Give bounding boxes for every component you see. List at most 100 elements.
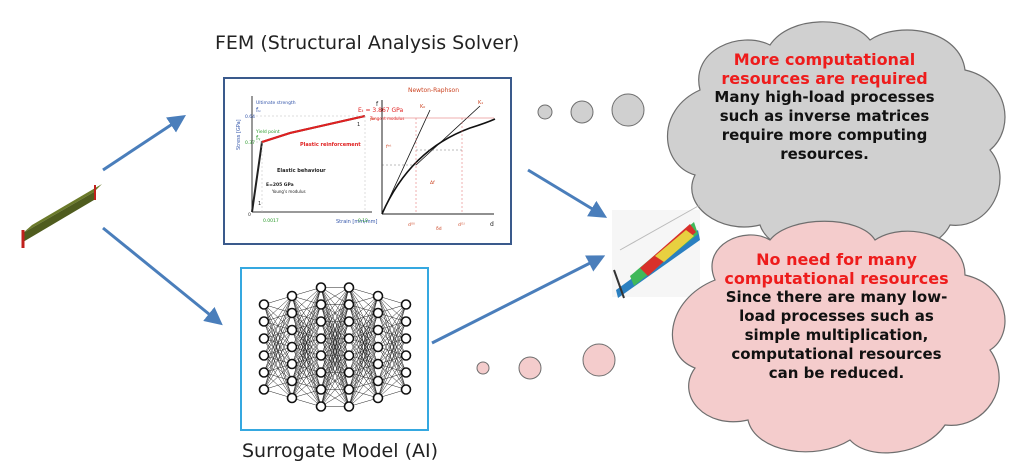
svg-text:d⁽¹⁾: d⁽¹⁾: [458, 222, 465, 228]
svg-text:d⁽⁰⁾: d⁽⁰⁾: [408, 222, 415, 228]
nn-node: [372, 375, 384, 387]
nn-node: [258, 316, 270, 327]
arrow-beam-to-fem: [102, 115, 187, 172]
nn-node: [315, 282, 327, 293]
nn-connection: [348, 346, 379, 407]
nn-connection: [263, 295, 293, 356]
nn-node: [343, 299, 355, 310]
svg-text:1: 1: [258, 201, 261, 207]
nn-connection: [348, 380, 379, 407]
nn-connection: [320, 372, 350, 407]
fem-result-image: [612, 204, 701, 299]
nn-node: [343, 367, 355, 378]
nn-node: [258, 333, 270, 344]
thought-bubbles-bottom: [476, 343, 616, 380]
svg-text:Strain [mm/mm]: Strain [mm/mm]: [336, 219, 378, 225]
nn-node: [258, 384, 270, 395]
svg-text:Ultimate strength: Ultimate strength: [256, 100, 296, 106]
nn-connection: [263, 295, 293, 373]
svg-text:0.37: 0.37: [245, 140, 255, 146]
nn-node: [258, 299, 270, 310]
nn-connection: [348, 295, 379, 339]
nn-connection: [291, 321, 322, 399]
nn-node: [258, 350, 270, 361]
nn-node: [286, 358, 298, 370]
nn-connection: [320, 287, 350, 305]
cloud-bottom-text: No need for many computational resources…: [724, 250, 949, 383]
nn-connection: [348, 363, 379, 407]
nn-connection: [377, 304, 407, 365]
nn-connection: [320, 287, 350, 322]
cloud-bottom-body: Since there are many low-load processes …: [725, 288, 948, 382]
arrow-fem-to-result: [527, 168, 608, 218]
nn-node: [258, 367, 270, 378]
nn-node: [286, 324, 298, 336]
nn-node: [286, 375, 298, 387]
arrow-beam-to-ai: [102, 226, 223, 326]
nn-node: [315, 367, 327, 378]
nn-connection: [320, 287, 350, 373]
nn-connection: [320, 287, 350, 356]
nn-node: [400, 316, 412, 327]
nn-node: [315, 316, 327, 327]
svg-text:Eₜ = 3.867 GPa: Eₜ = 3.867 GPa: [358, 107, 403, 114]
nn-connection: [291, 287, 322, 348]
svg-text:0.0017: 0.0017: [263, 218, 279, 224]
svg-text:fᵤ: fᵤ: [256, 107, 261, 114]
nn-node: [372, 341, 384, 353]
nn-node: [400, 367, 412, 378]
nn-node: [400, 384, 412, 395]
nn-connection: [377, 304, 407, 331]
arrow-ai-to-result: [431, 255, 606, 345]
nn-connection: [377, 321, 407, 399]
nn-node: [343, 316, 355, 327]
svg-text:Elastic behaviour: Elastic behaviour: [277, 168, 326, 174]
svg-text:Δf: Δf: [430, 180, 435, 186]
nn-node: [315, 299, 327, 310]
nn-node: [343, 282, 355, 293]
nn-node: [343, 350, 355, 361]
nn-node: [286, 392, 298, 404]
nn-node: [286, 290, 298, 302]
svg-text:K₀: K₀: [420, 104, 425, 110]
svg-text:1: 1: [357, 122, 360, 128]
beam-icon: [21, 184, 102, 248]
nn-node: [372, 392, 384, 404]
svg-text:E=205 GPa: E=205 GPa: [266, 182, 294, 188]
nn-connection: [291, 338, 322, 399]
neural-network-icon: [258, 282, 412, 412]
newton-raphson-graph: Newton-Raphson f d K₀ K₁ fᵉˣᵗ fⁱⁿᵗ Δf d⁽…: [370, 87, 496, 232]
nn-connection: [320, 355, 350, 407]
svg-text:0.64: 0.64: [245, 114, 255, 120]
svg-text:Stress [GPa]: Stress [GPa]: [236, 119, 242, 150]
svg-text:K₁: K₁: [478, 100, 483, 106]
svg-text:Plastic reinforcement: Plastic reinforcement: [300, 142, 361, 148]
nn-connection: [291, 287, 322, 314]
nn-connection: [320, 389, 350, 407]
nn-connection: [263, 312, 293, 390]
nn-node: [315, 384, 327, 395]
fem-title: FEM (Structural Analysis Solver): [215, 32, 520, 54]
nn-connection: [377, 355, 407, 399]
svg-text:d: d: [490, 221, 494, 228]
svg-text:Tangent modulus: Tangent modulus: [369, 116, 404, 121]
svg-text:Yield point: Yield point: [255, 129, 280, 135]
nn-connection: [320, 287, 350, 339]
nn-connection: [291, 372, 322, 399]
nn-connection: [348, 295, 379, 373]
nn-node: [372, 324, 384, 336]
nn-connection: [320, 287, 350, 407]
nn-node: [286, 307, 298, 319]
nn-connection: [291, 287, 322, 331]
cloud-top-heading: More computational resources are require…: [721, 50, 928, 88]
nn-connection: [348, 295, 379, 356]
svg-text:0.12: 0.12: [358, 218, 368, 224]
nn-connection: [291, 355, 322, 399]
nn-node: [400, 299, 412, 310]
svg-text:Young's modulus: Young's modulus: [271, 189, 306, 194]
nn-connection: [291, 287, 322, 365]
nn-connection: [263, 295, 293, 339]
svg-text:f: f: [376, 101, 379, 108]
